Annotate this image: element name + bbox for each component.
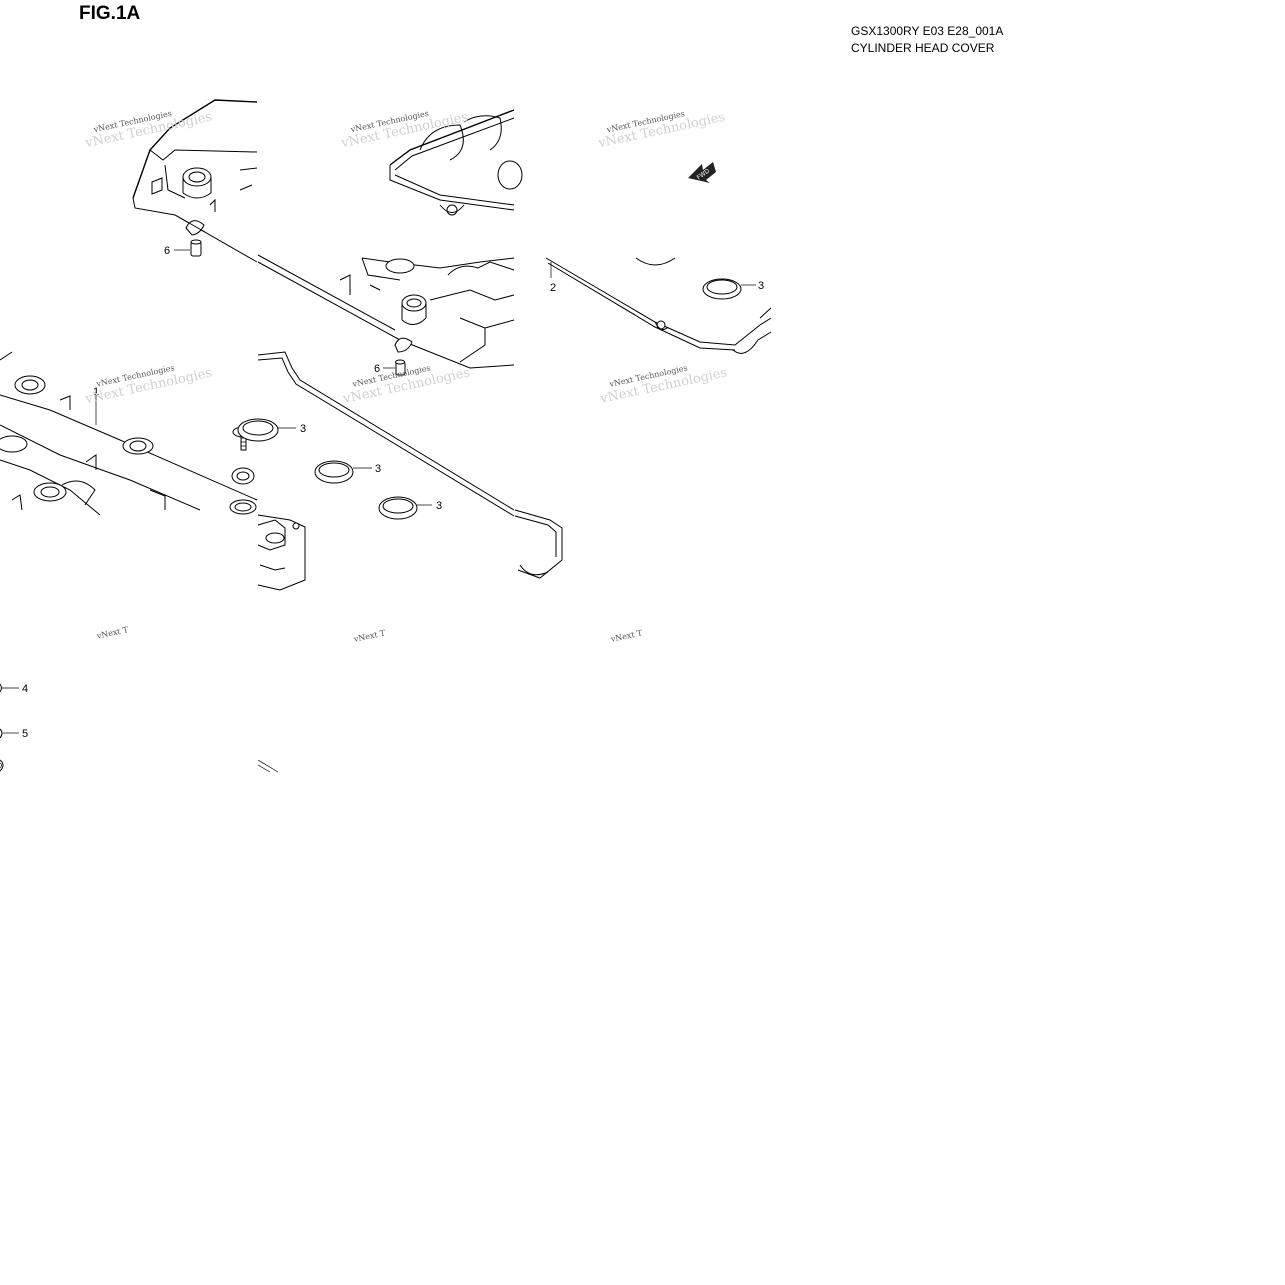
part-3-seal-c	[702, 278, 756, 300]
fwd-arrow: FWD	[688, 162, 716, 183]
figure-label: FIG.1A	[79, 3, 141, 24]
part-6-upper	[174, 239, 202, 257]
callout-6-upper: 6	[164, 245, 170, 257]
part-4-fragment	[0, 683, 19, 693]
cover-middle-fragment	[257, 254, 515, 369]
cover-lower-fragment	[0, 351, 258, 516]
part-3-seal-e2	[314, 460, 372, 484]
washer-fragment	[0, 759, 4, 772]
cover-top-fragment	[132, 99, 258, 263]
cover-end-fragment	[257, 514, 306, 773]
callout-labels: 6 6 1 2 3 3 3 3 4 5	[22, 245, 764, 740]
watermark-partial: vNext T	[352, 628, 387, 644]
callout-3-e2: 3	[375, 463, 381, 475]
diagram-name: CYLINDER HEAD COVER	[851, 41, 995, 55]
callout-6-lower: 6	[374, 363, 380, 375]
callout-3-e1: 3	[300, 423, 306, 435]
callout-1: 1	[93, 386, 99, 398]
part-3-seal-e1	[237, 418, 296, 442]
callout-3-c: 3	[758, 280, 764, 292]
part-3-seal-e3	[378, 496, 432, 520]
callout-4: 4	[22, 683, 28, 695]
part-5-fragment	[0, 728, 19, 739]
watermark-partial: vNext T	[95, 625, 130, 641]
gasket-fragment-middle	[257, 351, 563, 579]
watermark-partial: vNext T	[609, 628, 644, 644]
gasket-fragment-top	[389, 109, 523, 216]
part-6-lower	[383, 359, 406, 376]
model-code: GSX1300RY E03 E28_001A	[851, 24, 1004, 38]
callout-3-e3: 3	[436, 500, 442, 512]
watermarks: vNext Technologies vNext Technologies vN…	[83, 109, 728, 644]
callout-5: 5	[22, 728, 28, 740]
gasket-fragment-right	[545, 257, 772, 354]
callout-2: 2	[550, 282, 556, 294]
